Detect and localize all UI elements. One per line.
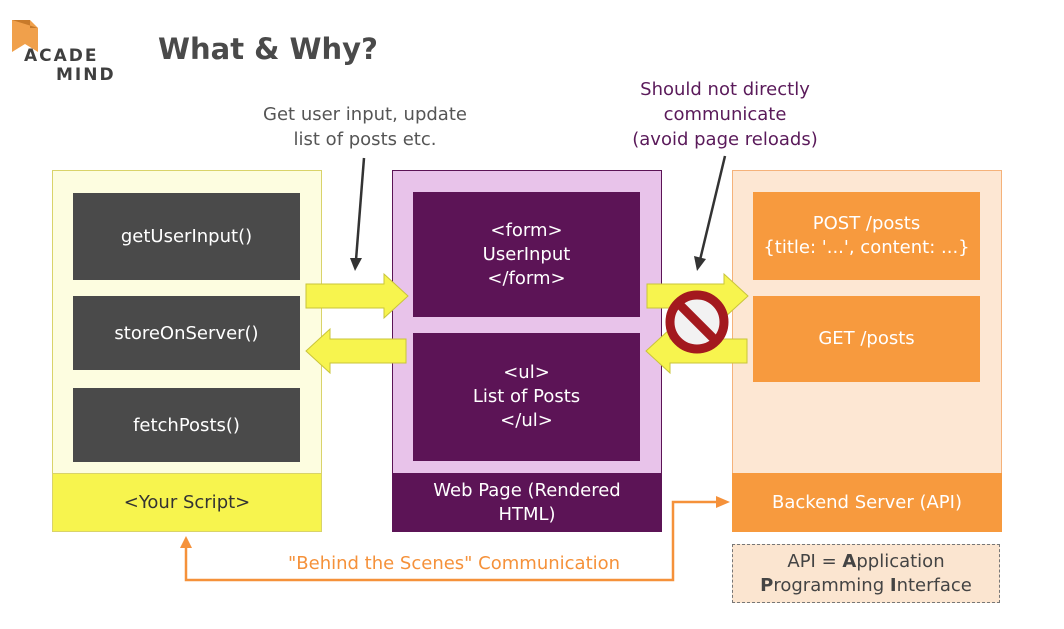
function-store-on-server: storeOnServer()	[73, 296, 300, 370]
function-fetch-posts: fetchPosts()	[73, 388, 300, 462]
prohibited-icon	[665, 290, 729, 354]
post-list-box: <ul> List of Posts </ul>	[413, 333, 640, 461]
no-direct-note-line3: (avoid page reloads)	[632, 129, 818, 150]
no-direct-note: Should not directly communicate (avoid p…	[605, 77, 845, 152]
note-pointer-right-head	[694, 256, 706, 271]
user-input-note-line2: list of posts etc.	[293, 129, 437, 150]
web-page-label-line2: HTML)	[498, 503, 556, 525]
web-page-panel-label: Web Page (Rendered HTML)	[392, 473, 662, 532]
logo: ACADE MIND	[8, 18, 118, 88]
post-endpoint-box: POST /posts {title: '...', content: ...}	[753, 192, 980, 280]
web-page-label-line1: Web Page (Rendered	[433, 479, 621, 501]
user-input-note: Get user input, update list of posts etc…	[240, 102, 490, 152]
api-definition-line1: API = Application	[787, 551, 945, 572]
note-pointer-left-head	[350, 258, 362, 271]
page-title: What & Why?	[158, 32, 378, 66]
logo-text-line2: MIND	[56, 65, 116, 85]
behind-scenes-label: "Behind the Scenes" Communication	[288, 553, 621, 574]
behind-scenes-arrowhead-right	[716, 496, 730, 508]
form-box: <form> UserInput </form>	[413, 192, 640, 317]
api-definition-box: API = Application Programming Interface	[732, 544, 1000, 603]
user-input-note-line1: Get user input, update	[263, 104, 467, 125]
logo-text-line1: ACADE	[24, 46, 99, 66]
behind-scenes-arrowhead-up	[180, 536, 192, 548]
script-panel-label: <Your Script>	[52, 473, 322, 532]
get-endpoint-box: GET /posts	[753, 296, 980, 382]
function-get-user-input: getUserInput()	[73, 193, 300, 280]
no-direct-note-line1: Should not directly	[640, 79, 810, 100]
api-definition-line2: Programming Interface	[760, 575, 972, 596]
bookmark-icon	[12, 20, 38, 52]
note-pointer-right	[698, 155, 727, 261]
backend-panel-label: Backend Server (API)	[732, 473, 1002, 532]
no-direct-note-line2: communicate	[663, 104, 787, 125]
note-pointer-left	[354, 157, 366, 261]
